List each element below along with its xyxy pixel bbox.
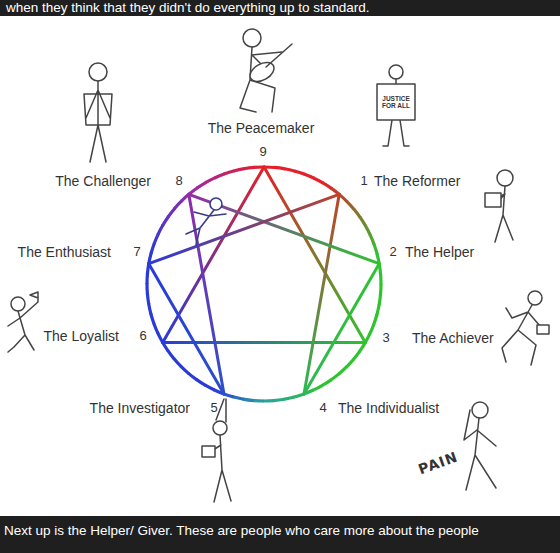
circle-arc — [147, 293, 148, 304]
page-text: Next up is the Helper/ Giver. These are … — [4, 523, 479, 539]
circle-arc — [263, 399, 274, 403]
type-name: The Achiever — [412, 330, 494, 346]
circle-arc — [274, 167, 285, 168]
circle-arc — [174, 201, 181, 209]
circle-arc — [154, 323, 158, 333]
circle-arc — [206, 178, 216, 183]
type-number: 2 — [389, 245, 396, 260]
type-name: The Peacemaker — [208, 120, 315, 136]
circle-arc — [205, 385, 215, 390]
helper-figure — [485, 170, 513, 242]
type-number: 4 — [319, 401, 326, 416]
circle-arc — [215, 174, 225, 178]
achiever-figure — [502, 291, 549, 365]
circle-arc — [377, 304, 379, 315]
circle-arc — [346, 359, 353, 367]
reformer-figure — [377, 65, 415, 146]
type-number: 6 — [139, 329, 146, 344]
circle-arc — [294, 171, 305, 174]
sign-text: JUSTICE FOR ALL — [379, 95, 413, 109]
circle-arc — [163, 216, 169, 225]
circle-arc — [365, 226, 370, 236]
type-number: 1 — [360, 174, 367, 189]
type-number: 5 — [210, 401, 217, 416]
enneagram-line — [304, 264, 379, 394]
individualist-figure — [464, 402, 496, 490]
circle-arc — [196, 379, 205, 385]
enneagram-figure — [147, 167, 381, 401]
loyalist-figure — [8, 292, 38, 352]
peacemaker-figure — [240, 29, 292, 112]
type-number: 8 — [175, 174, 182, 189]
circle-arc — [374, 314, 377, 325]
circle-arc — [158, 225, 163, 235]
circle-arc — [379, 274, 383, 285]
circle-arc — [154, 234, 158, 244]
circle-arc — [273, 399, 284, 400]
circle-arc — [370, 324, 374, 334]
type-name: The Investigator — [90, 400, 190, 416]
circle-arc — [353, 351, 360, 360]
circle-arc — [313, 178, 323, 183]
type-number: 7 — [133, 245, 140, 260]
circle-arc — [339, 367, 347, 374]
circle-arc — [322, 380, 331, 386]
circle-arc — [151, 313, 154, 324]
type-name: The Helper — [405, 244, 474, 260]
circle-arc — [168, 208, 175, 217]
circle-arc — [243, 399, 254, 400]
circle-arc — [323, 183, 332, 189]
circle-arc — [233, 397, 244, 399]
top-strip — [0, 0, 560, 16]
enneagram-line — [189, 194, 379, 263]
bottom-strip — [0, 516, 560, 553]
circle-arc — [234, 169, 245, 171]
circle-arc — [244, 167, 255, 168]
investigator-figure — [202, 399, 231, 502]
circle-arc — [374, 244, 377, 255]
circle-arc — [347, 201, 354, 209]
circle-arc — [379, 284, 383, 295]
type-name: The Loyalist — [44, 328, 119, 344]
type-number: 9 — [259, 145, 266, 160]
circle-arc — [253, 399, 264, 403]
circle-arc — [224, 171, 235, 174]
enneagram-line — [149, 264, 224, 394]
circle-arc — [181, 366, 189, 373]
circle-arc — [284, 397, 295, 399]
circle-arc — [151, 243, 154, 254]
type-number: 3 — [382, 331, 389, 346]
circle-arc — [330, 374, 339, 381]
enneagram-line — [149, 194, 339, 263]
circle-arc — [370, 235, 374, 245]
circle-arc — [360, 217, 366, 226]
circle-arc — [313, 385, 323, 390]
type-name: The Individualist — [338, 400, 439, 416]
challenger-figure — [84, 63, 112, 162]
circle-arc — [174, 359, 181, 367]
type-name: The Reformer — [374, 173, 460, 189]
circle-arc — [149, 304, 151, 315]
page-text: when they think that they didn't do ever… — [6, 0, 370, 16]
type-name: The Challenger — [55, 173, 151, 189]
circle-arc — [145, 283, 149, 294]
circle-arc — [354, 209, 361, 218]
circle-arc — [379, 294, 380, 305]
circle-arc — [304, 174, 314, 178]
circle-arc — [284, 169, 295, 171]
circle-arc — [145, 273, 149, 284]
circle-arc — [188, 373, 197, 380]
circle-arc — [168, 350, 175, 359]
circle-arc — [197, 182, 206, 188]
circle-arc — [293, 394, 304, 397]
pain-text: PAIN — [416, 448, 460, 477]
type-name: The Enthusiast — [18, 244, 111, 260]
climber-figure — [186, 198, 226, 245]
